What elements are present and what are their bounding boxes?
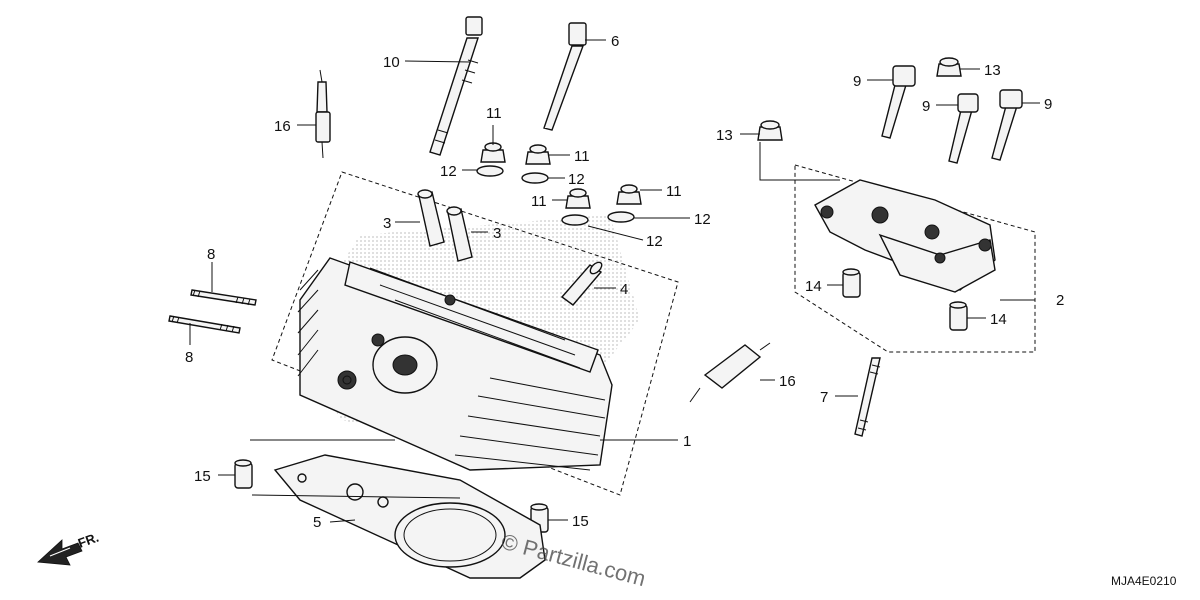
bolt-9-right[interactable] bbox=[991, 89, 1023, 161]
callout-15-right: 15 bbox=[572, 513, 589, 530]
stud-bolt-lower[interactable] bbox=[168, 315, 241, 334]
callout-labels: 1 2 3 3 4 5 6 7 8 8 9 9 9 10 11 11 11 11… bbox=[185, 33, 1064, 531]
spark-plug-right[interactable] bbox=[689, 342, 771, 403]
washer-12-b[interactable] bbox=[521, 172, 549, 184]
callout-5: 5 bbox=[313, 514, 321, 531]
valve-guide-left[interactable] bbox=[417, 189, 445, 247]
callout-12-d: 12 bbox=[694, 211, 711, 228]
cap-nut-11-b[interactable] bbox=[525, 144, 551, 165]
callout-16-right: 16 bbox=[779, 373, 796, 390]
callout-9-middle: 9 bbox=[922, 98, 930, 115]
cap-nut-11-a[interactable] bbox=[480, 142, 506, 163]
cap-nut-11-d[interactable] bbox=[616, 184, 642, 205]
callout-12-b: 12 bbox=[568, 171, 585, 188]
valve-guide-right[interactable] bbox=[446, 206, 473, 262]
callout-3-left: 3 bbox=[383, 215, 391, 232]
flange-nut-13-left[interactable] bbox=[757, 120, 783, 141]
callout-15-left: 15 bbox=[194, 468, 211, 485]
callout-11-b: 11 bbox=[574, 148, 590, 165]
washer-12-c[interactable] bbox=[561, 214, 589, 226]
leader-lines bbox=[189, 39, 1040, 523]
washer-12-d[interactable] bbox=[607, 211, 635, 223]
callout-8-lower: 8 bbox=[185, 349, 193, 366]
cylinder-head[interactable] bbox=[297, 257, 613, 471]
stud-bolt-7[interactable] bbox=[854, 357, 881, 437]
callout-11-a: 11 bbox=[486, 105, 502, 122]
bolt-9-middle[interactable] bbox=[948, 93, 979, 164]
head-gasket[interactable] bbox=[273, 454, 546, 579]
diagram-code: MJA4E0210 bbox=[1111, 574, 1177, 588]
stud-bolt-upper[interactable] bbox=[190, 289, 257, 306]
dowel-pin-14-left[interactable] bbox=[842, 268, 861, 298]
dowel-pin-14-right[interactable] bbox=[949, 301, 968, 331]
callout-9-top: 9 bbox=[853, 73, 861, 90]
callout-14-right: 14 bbox=[990, 311, 1007, 328]
stud-bolt-10[interactable] bbox=[429, 16, 483, 156]
rocker-arm-holder[interactable] bbox=[814, 179, 996, 293]
bolt-9-top[interactable] bbox=[881, 65, 916, 139]
callout-6: 6 bbox=[611, 33, 619, 50]
dowel-pin-15-left[interactable] bbox=[234, 459, 253, 489]
front-label: FR. bbox=[76, 530, 101, 551]
washer-12-a[interactable] bbox=[476, 165, 504, 177]
callout-2: 2 bbox=[1056, 292, 1064, 309]
spark-plug-left[interactable] bbox=[315, 69, 331, 159]
flange-nut-13-top[interactable] bbox=[936, 57, 962, 77]
callout-8-upper: 8 bbox=[207, 246, 215, 263]
callout-9-right: 9 bbox=[1044, 96, 1052, 113]
callout-4: 4 bbox=[620, 281, 628, 298]
frame-bracket-top bbox=[759, 142, 840, 181]
callout-7: 7 bbox=[820, 389, 828, 406]
callout-16-left: 16 bbox=[274, 118, 291, 135]
bolt-6[interactable] bbox=[543, 22, 587, 131]
front-arrow-icon bbox=[37, 539, 83, 566]
dowel-pipe[interactable] bbox=[560, 260, 604, 306]
callout-1: 1 bbox=[683, 433, 691, 450]
callout-10: 10 bbox=[383, 54, 400, 71]
callout-12-a: 12 bbox=[440, 163, 457, 180]
callout-11-d: 11 bbox=[666, 183, 682, 200]
callout-11-c: 11 bbox=[531, 193, 547, 210]
callout-13-left: 13 bbox=[716, 127, 733, 144]
callout-3-right: 3 bbox=[493, 225, 501, 242]
cylinder-head-group-frame bbox=[271, 171, 679, 496]
callout-13-top: 13 bbox=[984, 62, 1001, 79]
callout-12-c: 12 bbox=[646, 233, 663, 250]
cap-nut-11-c[interactable] bbox=[565, 188, 591, 209]
callout-14-left: 14 bbox=[805, 278, 822, 295]
rocker-holder-group-frame bbox=[794, 164, 1036, 353]
